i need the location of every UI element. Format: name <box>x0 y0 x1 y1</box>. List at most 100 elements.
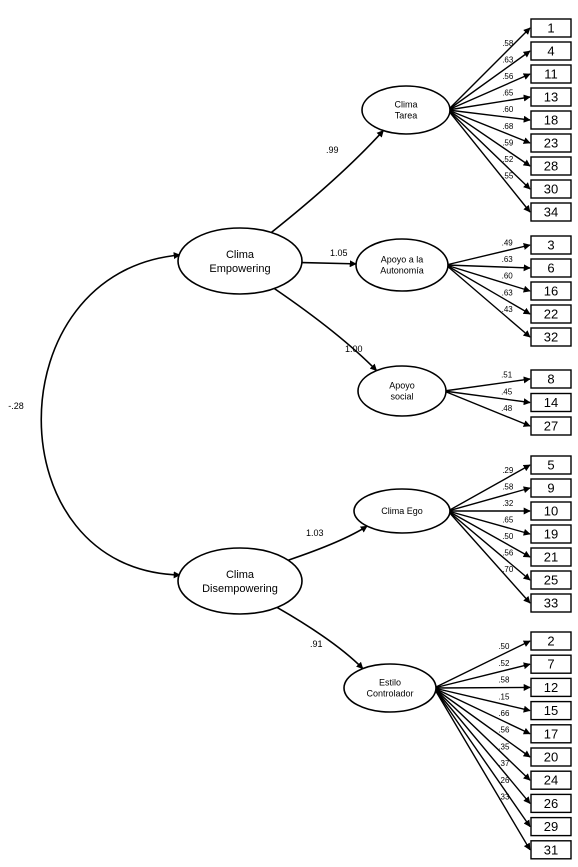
indicator-label: 28 <box>544 159 558 174</box>
indicator-loading: .49 <box>502 239 514 248</box>
indicator-loading: .33 <box>498 792 510 801</box>
indicator-loading: .56 <box>502 72 514 81</box>
indicator-loading: .51 <box>501 370 513 379</box>
indicator-loading: .26 <box>498 776 510 785</box>
indicator-arrow <box>447 94 531 111</box>
indicator-loading: .56 <box>502 549 514 558</box>
indicator-loading: .56 <box>498 726 510 735</box>
indicator-box <box>530 369 572 389</box>
indicator-box <box>530 840 572 860</box>
indicator-box <box>530 64 572 84</box>
indicator-box <box>530 327 572 347</box>
indicator-label: 32 <box>544 330 558 345</box>
indicator-loading: .70 <box>502 565 514 574</box>
indicator-box <box>530 770 572 790</box>
indicator-arrow <box>447 510 531 558</box>
latent-autonomia <box>355 238 449 292</box>
latent-dis <box>177 547 303 615</box>
indicator-label: 21 <box>544 550 558 565</box>
indicator-loading: .59 <box>502 138 514 147</box>
indicator-label: 31 <box>544 842 558 857</box>
indicator-label: 19 <box>544 527 558 542</box>
indicator-label: 30 <box>544 182 558 197</box>
indicator-box <box>530 416 572 436</box>
indicator-arrow <box>433 687 531 804</box>
indicator-loading: .58 <box>502 482 514 491</box>
indicator-arrow <box>447 510 531 581</box>
indicator-label: 18 <box>544 113 558 128</box>
indicator-arrow <box>447 50 531 111</box>
indicator-label: 34 <box>544 205 558 220</box>
indicator-loading: .50 <box>502 532 514 541</box>
indicator-box <box>530 501 572 521</box>
path-loading-ego: 1.03 <box>306 528 324 538</box>
latent-controlador <box>343 663 437 713</box>
indicator-label: 11 <box>544 67 558 82</box>
indicator-box <box>530 304 572 324</box>
latent-social-label: Apoyo <box>389 381 415 391</box>
indicator-loading: .35 <box>498 742 510 751</box>
indicator-box <box>530 524 572 544</box>
indicator-label: 25 <box>544 573 558 588</box>
latent-ego <box>353 488 451 534</box>
indicator-arrow <box>445 264 531 338</box>
indicator-box <box>530 392 572 413</box>
indicator-label: 29 <box>544 819 558 834</box>
indicator-arrow <box>447 464 531 512</box>
indicator-box <box>530 677 572 698</box>
indicator-arrow <box>445 243 531 266</box>
indicator-label: 33 <box>544 596 558 611</box>
indicator-arrow <box>447 510 531 536</box>
indicator-loading: .43 <box>502 305 514 314</box>
latent-autonomia-label: Autonomía <box>380 266 424 276</box>
indicator-box <box>530 87 572 107</box>
indicator-box <box>530 570 572 590</box>
indicator-label: 15 <box>544 703 558 718</box>
path-dis-to-ego <box>287 525 368 561</box>
indicator-label: 7 <box>547 657 554 672</box>
indicator-arrow <box>445 264 531 272</box>
indicator-arrow <box>447 27 531 111</box>
indicator-box <box>530 455 572 475</box>
indicator-label: 20 <box>544 750 558 765</box>
indicator-label: 22 <box>544 307 558 322</box>
indicator-label: 6 <box>547 261 554 276</box>
latent-tarea-label: Tarea <box>395 111 418 121</box>
indicator-loading: .63 <box>502 255 514 264</box>
indicator-arrow <box>443 390 531 427</box>
indicator-box <box>530 631 572 651</box>
indicator-arrow <box>447 510 531 604</box>
indicator-loading: .58 <box>502 39 514 48</box>
latent-controlador-label: Controlador <box>366 689 413 699</box>
latent-social <box>357 365 447 417</box>
indicator-arrow <box>447 73 531 111</box>
latent-dis-label: Clima <box>226 569 255 581</box>
indicator-arrow <box>447 109 531 213</box>
indicator-loading: .45 <box>501 387 513 396</box>
latent-emp-label: Empowering <box>209 263 270 275</box>
indicator-loading: .50 <box>498 642 510 651</box>
indicator-loading: .29 <box>502 466 514 475</box>
indicator-label: 13 <box>544 90 558 105</box>
indicator-arrow <box>447 109 531 190</box>
indicator-arrow <box>433 687 531 758</box>
latent-social-label: social <box>390 392 413 402</box>
indicator-arrow <box>447 109 531 167</box>
latent-emp-label: Clima <box>226 249 255 261</box>
indicator-loading: .65 <box>502 516 514 525</box>
indicator-loading: .65 <box>502 89 514 98</box>
indicator-loading: .68 <box>502 122 514 131</box>
indicator-box <box>530 156 572 176</box>
indicator-box <box>530 202 572 222</box>
indicator-box <box>530 41 572 61</box>
indicator-label: 1 <box>547 21 554 36</box>
indicator-label: 26 <box>544 796 558 811</box>
indicator-loading: .60 <box>502 105 514 114</box>
path-loading-autonomia: 1.05 <box>330 248 348 258</box>
indicator-label: 12 <box>544 680 558 695</box>
indicator-box <box>530 747 572 767</box>
correlation-arc <box>40 252 181 579</box>
indicator-box <box>530 18 572 38</box>
indicator-label: 16 <box>544 284 558 299</box>
